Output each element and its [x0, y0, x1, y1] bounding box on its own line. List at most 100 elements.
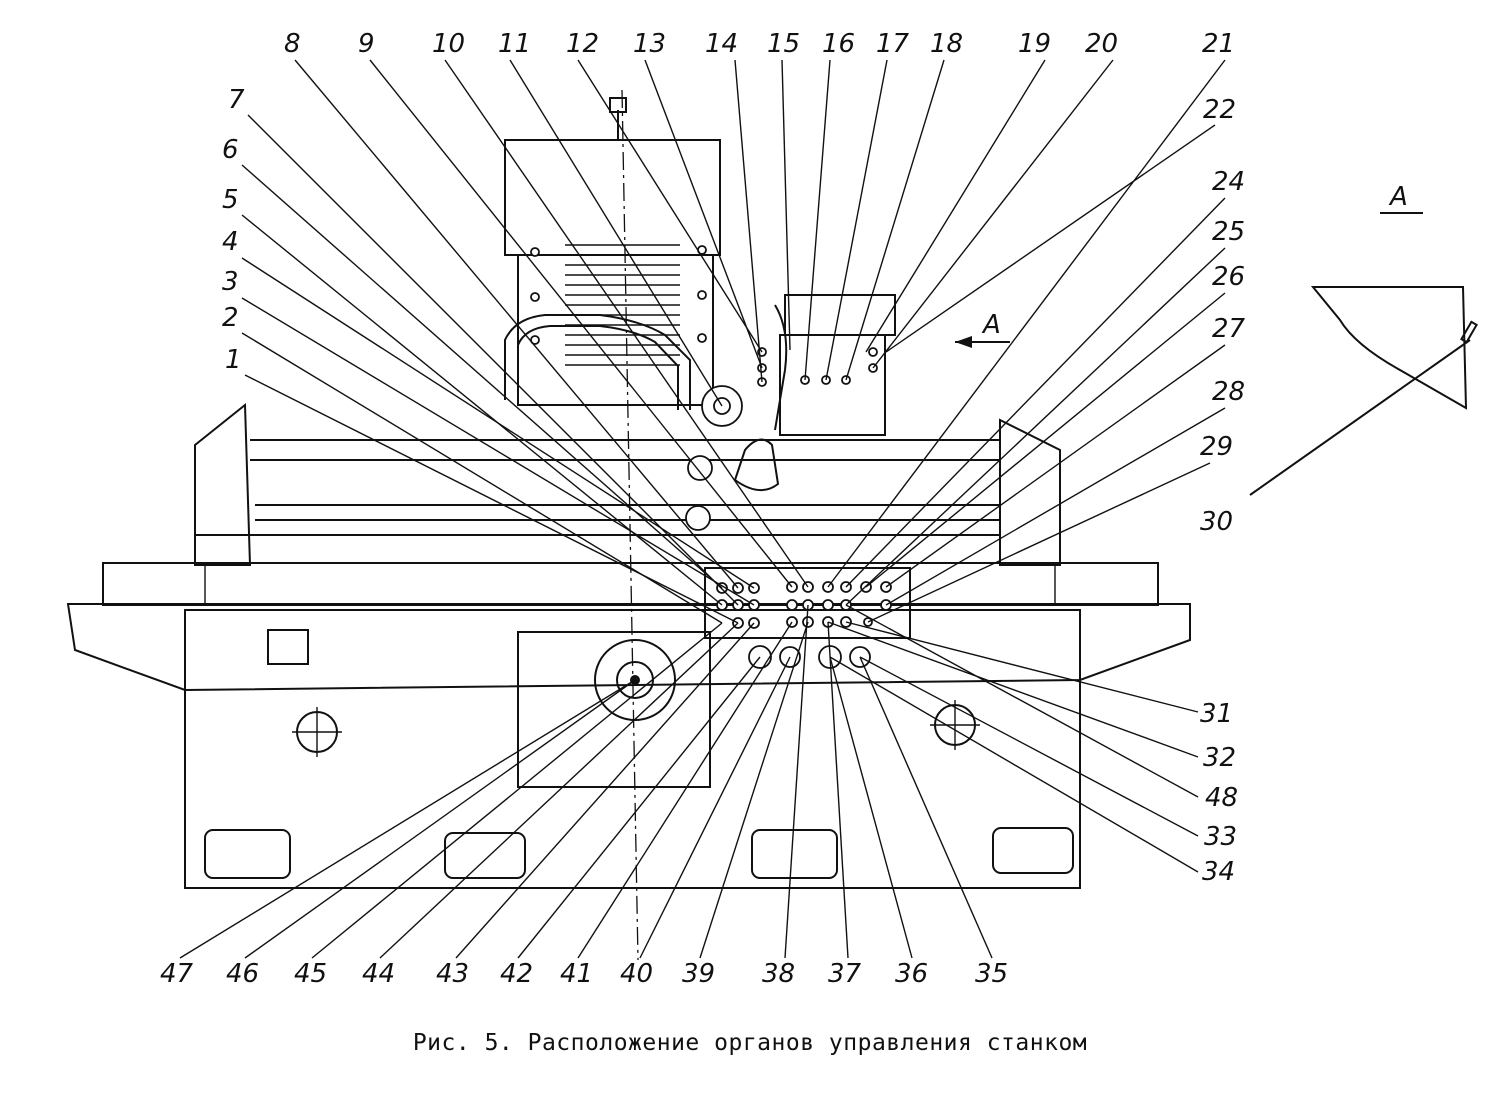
callout-20: 20 [1085, 29, 1118, 59]
lift-handle-3 [751, 829, 838, 879]
leader-line [859, 656, 1199, 837]
leader-line [244, 679, 636, 959]
callout-3: 3 [222, 267, 239, 297]
leader-line [865, 292, 1226, 588]
leader-line [829, 656, 913, 959]
lift-handle-1 [204, 829, 291, 879]
callout-2: 2 [222, 303, 239, 333]
leader-line [577, 621, 793, 959]
leader-line [867, 462, 1211, 623]
leader-line [444, 59, 809, 588]
leader-line [859, 656, 993, 959]
leader-line [845, 247, 1226, 606]
callout-5: 5 [222, 185, 239, 215]
callout-19: 19 [1018, 29, 1051, 59]
callout-7: 7 [228, 85, 245, 115]
leader-line [784, 604, 809, 959]
callout-36: 36 [895, 959, 928, 989]
callout-32: 32 [1203, 743, 1236, 773]
callout-24: 24 [1212, 167, 1245, 197]
callout-43: 43 [436, 959, 469, 989]
panel-button[interactable] [786, 599, 798, 611]
handwheel-lower[interactable] [685, 505, 711, 531]
leader-line [369, 59, 793, 588]
work-lamp [733, 438, 780, 491]
view-a-inset: A A [955, 182, 1478, 496]
leader-line [827, 621, 849, 959]
left-guard [194, 402, 252, 566]
lift-handle-2 [444, 832, 526, 879]
leader-line [379, 622, 739, 959]
callout-34: 34 [1202, 857, 1235, 887]
leader-line [179, 679, 636, 959]
leader-line [247, 114, 739, 606]
callout-15: 15 [767, 29, 800, 59]
leader-line [865, 59, 1046, 353]
leader-line [734, 59, 763, 383]
leader-line [509, 59, 723, 407]
leader-line [639, 656, 791, 959]
leader-line [699, 621, 809, 959]
leader-line [827, 621, 1199, 758]
callout-42: 42 [500, 959, 533, 989]
callout-1: 1 [225, 345, 242, 375]
leader-line [241, 257, 755, 589]
callout-48: 48 [1205, 783, 1238, 813]
drive-housing [517, 631, 711, 788]
callout-13: 13 [633, 29, 666, 59]
leader-line [241, 214, 723, 606]
panel-button[interactable] [822, 599, 834, 611]
machine-drawing [66, 89, 1191, 961]
callout-25: 25 [1212, 217, 1245, 247]
leader-line [825, 59, 888, 381]
callout-35: 35 [975, 959, 1008, 989]
callout-18: 18 [930, 29, 963, 59]
callout-26: 26 [1212, 262, 1245, 292]
machine-base [184, 609, 1081, 889]
control-cabinet [784, 294, 896, 336]
callout-38: 38 [762, 959, 795, 989]
callout-33: 33 [1204, 822, 1237, 852]
callout-4: 4 [222, 227, 239, 257]
lift-handle-4 [992, 827, 1074, 874]
callout-44: 44 [362, 959, 395, 989]
callout-8: 8 [284, 29, 301, 59]
view-a-label: A [1388, 182, 1408, 212]
leader-line [885, 407, 1226, 606]
leader-line [845, 604, 1199, 798]
callout-30: 30 [1200, 507, 1233, 537]
leader-line [577, 59, 763, 353]
leader-line [244, 374, 739, 624]
figure-caption: Рис. 5. Расположение органов управления … [412, 1030, 1088, 1056]
leader-line [885, 344, 1226, 588]
leader-line [845, 59, 945, 381]
callout-labels: 8 9 10 11 12 13 14 15 16 17 18 19 20 21 … [160, 29, 1246, 989]
callout-21: 21 [1202, 29, 1235, 59]
leader-line [827, 59, 1226, 588]
leader-line [241, 164, 723, 589]
callout-47: 47 [160, 959, 194, 989]
leader-line [311, 622, 723, 959]
leader-line [845, 621, 1199, 713]
view-a-shape [1310, 286, 1468, 410]
callout-22: 22 [1203, 95, 1236, 125]
callout-17: 17 [876, 29, 910, 59]
wheel-guard [504, 139, 721, 256]
callout-9: 9 [358, 29, 375, 59]
lamp-arm [774, 304, 788, 431]
leader-line [872, 59, 1114, 369]
handwheel-small[interactable] [687, 455, 713, 481]
table-bed [66, 603, 1191, 692]
leader-line [644, 59, 763, 369]
callout-46: 46 [226, 959, 259, 989]
leader-line [829, 656, 1199, 873]
leader-line [781, 59, 791, 351]
leader-lines [179, 59, 1226, 959]
leader-line [294, 59, 739, 589]
coolant-hose [504, 314, 691, 410]
callout-6: 6 [222, 135, 239, 165]
callout-41: 41 [560, 959, 593, 989]
callout-16: 16 [822, 29, 855, 59]
callout-10: 10 [432, 29, 465, 59]
